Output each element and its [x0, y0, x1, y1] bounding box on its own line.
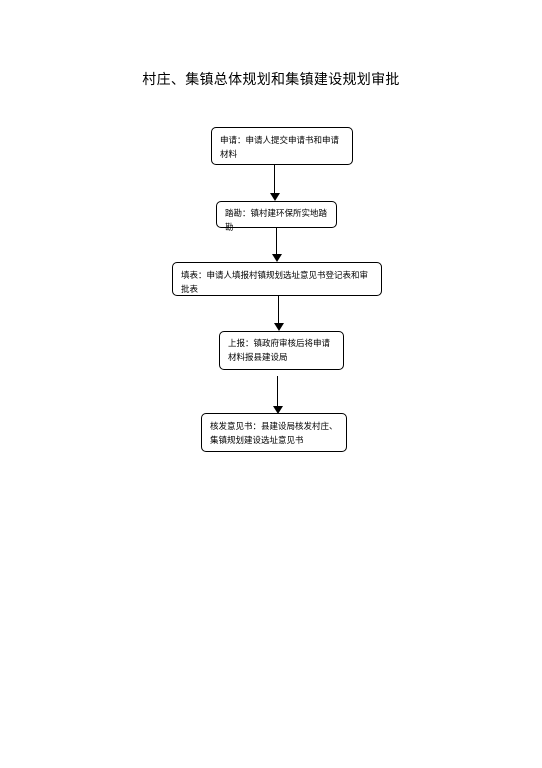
flow-step-issue-opinion-text: 核发意见书：县建设局核发村庄、集镇规划建设选址意见书: [210, 422, 338, 446]
flow-step-survey: 踏勘：镇村建环保所实地踏勘: [216, 201, 337, 233]
flow-step-apply-text: 申请：申请人提交申请书和申请材料: [220, 136, 340, 160]
flow-arrow-4: [273, 376, 283, 414]
flow-step-fill-form-text: 填表：申请人填报村镇规划选址意见书登记表和审批表: [181, 271, 369, 295]
flow-step-apply: 申请：申请人提交申请书和申请材料: [211, 127, 353, 165]
flow-step-issue-opinion: 核发意见书：县建设局核发村庄、集镇规划建设选址意见书: [201, 413, 347, 452]
flow-step-report: 上报：镇政府审核后将申请材料报县建设局: [219, 331, 344, 370]
flow-step-survey-text: 踏勘：镇村建环保所实地踏勘: [225, 209, 328, 233]
page-title: 村庄、集镇总体规划和集镇建设规划审批: [142, 72, 400, 88]
flow-arrow-3: [274, 296, 284, 331]
flow-arrow-1: [270, 165, 280, 201]
flow-arrow-2: [272, 228, 282, 262]
flow-step-report-text: 上报：镇政府审核后将申请材料报县建设局: [228, 339, 331, 363]
flow-step-fill-form: 填表：申请人填报村镇规划选址意见书登记表和审批表: [172, 262, 382, 296]
